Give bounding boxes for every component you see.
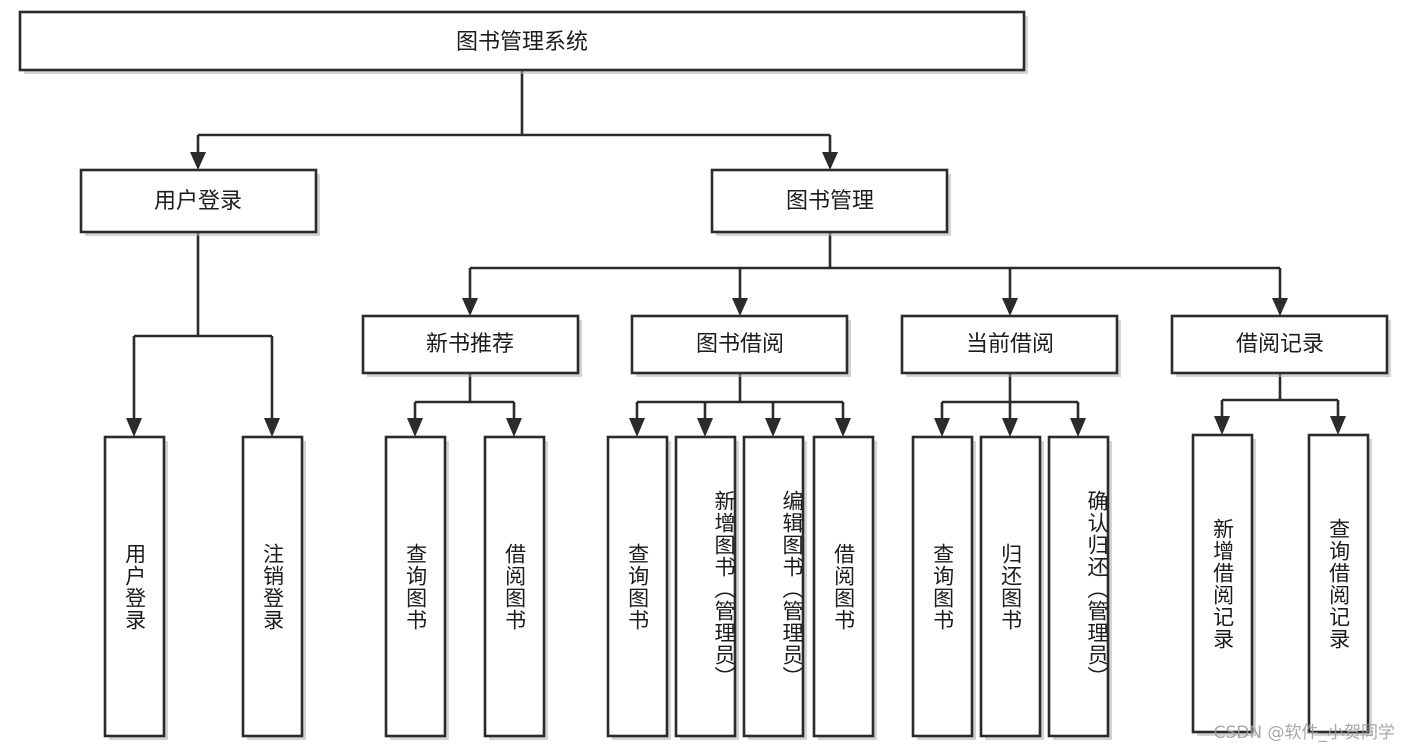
node-new-book-recommend[interactable]: 新书推荐 xyxy=(361,314,582,377)
arrow-head-leaf-query-record xyxy=(1330,416,1346,435)
leaf-confirm-return-rect[interactable] xyxy=(1047,435,1110,738)
connector-group-borrow-record xyxy=(1214,373,1346,435)
node-book-borrow-rect[interactable] xyxy=(630,314,849,375)
node-book-manage-rect[interactable] xyxy=(710,168,949,234)
arrow-head-leaf-add-book xyxy=(697,418,713,437)
leaf-add-record-rect[interactable] xyxy=(1191,433,1254,734)
leaf-edit-book-rect[interactable] xyxy=(742,435,805,738)
node-user-login-label: 用户登录 xyxy=(154,189,242,214)
leaf-query-record-rect[interactable] xyxy=(1307,433,1370,734)
arrow-head-user-login xyxy=(190,152,206,170)
leaf-query-book-2-rect[interactable] xyxy=(606,435,669,738)
node-root[interactable]: 图书管理系统 xyxy=(18,10,1028,74)
node-book-borrow[interactable]: 图书借阅 xyxy=(630,314,851,377)
arrow-head-leaf-borrow-book-1 xyxy=(506,418,522,437)
node-root-rect[interactable] xyxy=(18,10,1026,72)
leaf-user-login-rect[interactable] xyxy=(103,435,166,738)
leaf-return-book-rect[interactable] xyxy=(979,435,1042,738)
arrow-head-leaf-query-book-3 xyxy=(934,418,950,437)
connector-group-user-login xyxy=(126,232,280,437)
leaf-query-book-1-rect[interactable] xyxy=(384,435,447,738)
leaf-boxes xyxy=(103,433,1372,740)
node-new-book-recommend-rect[interactable] xyxy=(361,314,580,375)
arrow-head-leaf-return-book xyxy=(1002,418,1018,437)
csdn-watermark: CSDN @软件_小贺同学 xyxy=(1213,723,1395,743)
node-root-label: 图书管理系统 xyxy=(456,30,588,55)
node-current-borrow-label: 当前借阅 xyxy=(966,332,1054,357)
node-borrow-record-label: 借阅记录 xyxy=(1236,332,1324,357)
leaf-logout-login-rect[interactable] xyxy=(241,435,304,738)
node-user-login[interactable]: 用户登录 xyxy=(79,168,320,236)
node-borrow-record-rect[interactable] xyxy=(1170,314,1389,375)
connector-group-root xyxy=(190,70,838,170)
arrow-head-leaf-logout-login xyxy=(264,418,280,437)
arrow-head-book-borrow xyxy=(732,298,748,316)
arrow-head-leaf-query-book-1 xyxy=(407,418,423,437)
node-current-borrow[interactable]: 当前借阅 xyxy=(900,314,1121,377)
leaf-add-book-rect[interactable] xyxy=(674,435,737,738)
arrow-head-leaf-borrow-book-2 xyxy=(835,418,851,437)
connector-group-book-borrow xyxy=(629,373,851,437)
arrow-head-leaf-user-login xyxy=(126,418,142,437)
arrow-head-current-borrow xyxy=(1002,298,1018,316)
node-book-manage-label: 图书管理 xyxy=(786,189,874,214)
arrow-head-new-book-recommend xyxy=(462,298,478,316)
connector-group-current-borrow xyxy=(934,373,1086,437)
node-current-borrow-rect[interactable] xyxy=(900,314,1119,375)
leaf-borrow-book-2-rect[interactable] xyxy=(812,435,875,738)
connector-group-book-manage xyxy=(462,232,1288,316)
node-book-manage[interactable]: 图书管理 xyxy=(710,168,951,236)
node-borrow-record[interactable]: 借阅记录 xyxy=(1170,314,1391,377)
leaf-query-book-3-rect[interactable] xyxy=(911,435,974,738)
arrow-head-leaf-add-record xyxy=(1214,416,1230,435)
node-user-login-rect[interactable] xyxy=(79,168,318,234)
connector-group-new-book-recommend xyxy=(407,373,522,437)
leaf-borrow-book-1-rect[interactable] xyxy=(483,435,546,738)
arrow-head-leaf-edit-book xyxy=(765,418,781,437)
node-book-borrow-label: 图书借阅 xyxy=(696,332,784,357)
arrow-head-borrow-record xyxy=(1272,298,1288,316)
node-new-book-recommend-label: 新书推荐 xyxy=(426,332,514,357)
arrow-head-leaf-query-book-2 xyxy=(629,418,645,437)
arrow-head-book-manage xyxy=(822,152,838,170)
arrow-head-leaf-confirm-return xyxy=(1070,418,1086,437)
